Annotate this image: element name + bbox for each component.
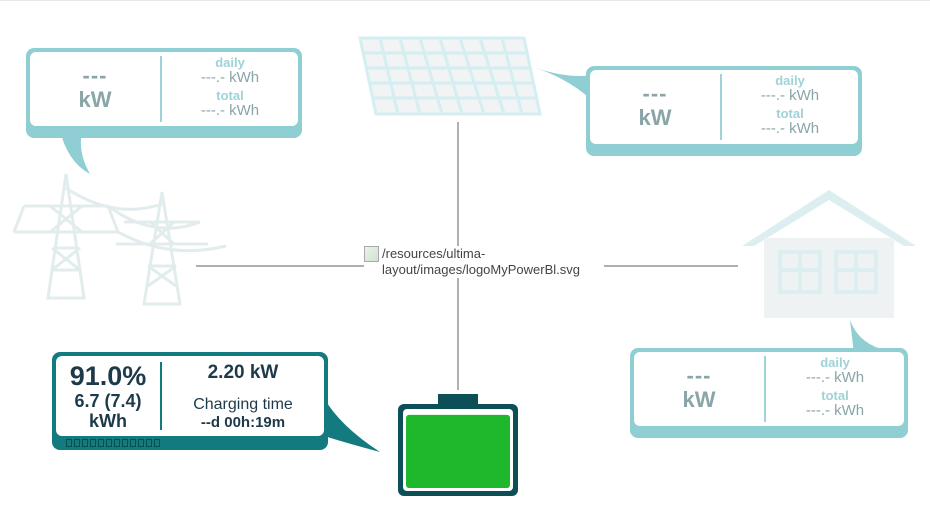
grid-power-unit: kW bbox=[78, 87, 112, 112]
power-pylon-icon bbox=[12, 173, 227, 306]
grid-total-value: ---.- kWh bbox=[200, 102, 260, 119]
grid-daily-value: ---.- kWh bbox=[200, 69, 260, 86]
house-power-value: --- bbox=[686, 363, 712, 388]
grid-stats-box: --- kW daily ---.- kWh total ---.- kWh bbox=[26, 48, 302, 138]
solar-bubble-tail bbox=[536, 68, 598, 106]
grid-power: --- kW bbox=[30, 56, 162, 122]
house-daily-value: ---.- kWh bbox=[805, 369, 865, 386]
solar-daily-label: daily bbox=[775, 73, 805, 88]
house-icon bbox=[742, 190, 916, 318]
battery-fill-level bbox=[406, 414, 510, 488]
house-power-unit: kW bbox=[682, 387, 716, 412]
battery-soc-percent: 91.0% bbox=[69, 361, 147, 391]
battery-energy-value: 6.7 (7.4) bbox=[74, 391, 142, 411]
brand-logo: /resources/ultima-layout/images/logoMyPo… bbox=[364, 246, 604, 278]
logo-alt-text: /resources/ultima-layout/images/logoMyPo… bbox=[382, 246, 580, 277]
house-total-value: ---.- kWh bbox=[805, 402, 865, 419]
battery-energy-unit: kWh bbox=[89, 411, 127, 431]
grid-total-label: total bbox=[216, 88, 244, 103]
solar-daily-value: ---.- kWh bbox=[760, 87, 820, 104]
house-total-label: total bbox=[821, 388, 849, 403]
battery-power-value: 2.20 kW bbox=[207, 362, 279, 383]
solar-power-value: --- bbox=[642, 81, 668, 106]
charging-time-value: --d 00h:19m bbox=[200, 414, 286, 431]
grid-power-value: --- bbox=[82, 63, 108, 88]
battery-icon bbox=[398, 394, 518, 496]
battery-bubble-tail bbox=[324, 398, 380, 452]
solar-power: --- kW bbox=[590, 74, 722, 140]
battery-stats-box: 91.0% 6.7 (7.4) kWh 2.20 kW Charging tim… bbox=[52, 352, 328, 450]
house-daily-label: daily bbox=[820, 355, 850, 370]
grid-daily-label: daily bbox=[215, 55, 245, 70]
broken-image-icon bbox=[364, 246, 379, 262]
battery-cell-strip bbox=[66, 439, 160, 447]
house-bubble-tail bbox=[850, 320, 896, 354]
charging-time-label: Charging time bbox=[193, 396, 293, 413]
solar-power-unit: kW bbox=[638, 105, 672, 130]
solar-stats-box: --- kW daily ---.- kWh total ---.- kWh bbox=[586, 66, 862, 156]
house-power: --- kW bbox=[634, 356, 766, 422]
solar-total-value: ---.- kWh bbox=[760, 120, 820, 137]
solar-total-label: total bbox=[776, 106, 804, 121]
top-divider bbox=[0, 0, 930, 1]
solar-panel-icon bbox=[358, 36, 542, 116]
house-stats-box: --- kW daily ---.- kWh total ---.- kWh bbox=[630, 348, 908, 438]
